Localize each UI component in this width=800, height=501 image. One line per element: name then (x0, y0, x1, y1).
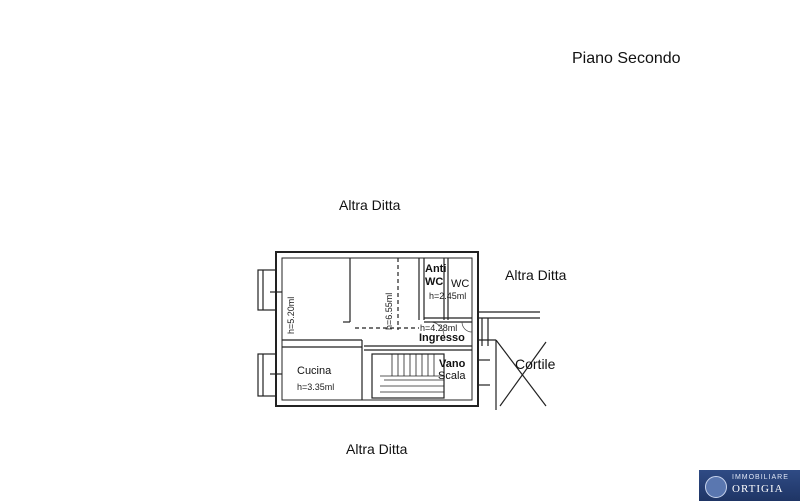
ingresso-label: Ingresso (419, 332, 465, 344)
balcony (257, 269, 277, 311)
neighbour-label-top: Altra Ditta (339, 197, 401, 213)
wc-label: WC (451, 278, 470, 290)
anti-wc-label-line1: Anti (425, 263, 447, 275)
anti-wc-label-line2: WC (425, 276, 444, 288)
ingresso-height-label: h=4.28ml (420, 323, 458, 333)
cucina-label: Cucina (297, 365, 332, 377)
agency-logo: IMMOBILIARE ORTIGIA (699, 470, 800, 501)
cortile-cross (495, 339, 547, 407)
inner-wall (281, 257, 473, 401)
wc-height-label: h=2.45ml (429, 291, 467, 301)
left-room-height-label: h=5.20ml (286, 296, 296, 334)
seal-icon (705, 476, 727, 498)
logo-line2: ORTIGIA (732, 483, 784, 495)
cortile-label: Cortile (515, 356, 556, 372)
outer-wall (275, 251, 479, 407)
vano-scala-label-line1: Vano (439, 358, 466, 370)
cortile-cross (499, 341, 547, 407)
vano-scala-label-line2: Scala (438, 370, 466, 382)
middle-room-height-label: h=6.55ml (384, 292, 394, 330)
page-title: Piano Secondo (572, 50, 681, 67)
balcony (257, 353, 277, 397)
cucina-height-label: h=3.35ml (297, 382, 335, 392)
logo-line1: IMMOBILIARE (732, 474, 789, 481)
neighbour-label-right: Altra Ditta (505, 267, 567, 283)
neighbour-label-bottom: Altra Ditta (346, 441, 408, 457)
